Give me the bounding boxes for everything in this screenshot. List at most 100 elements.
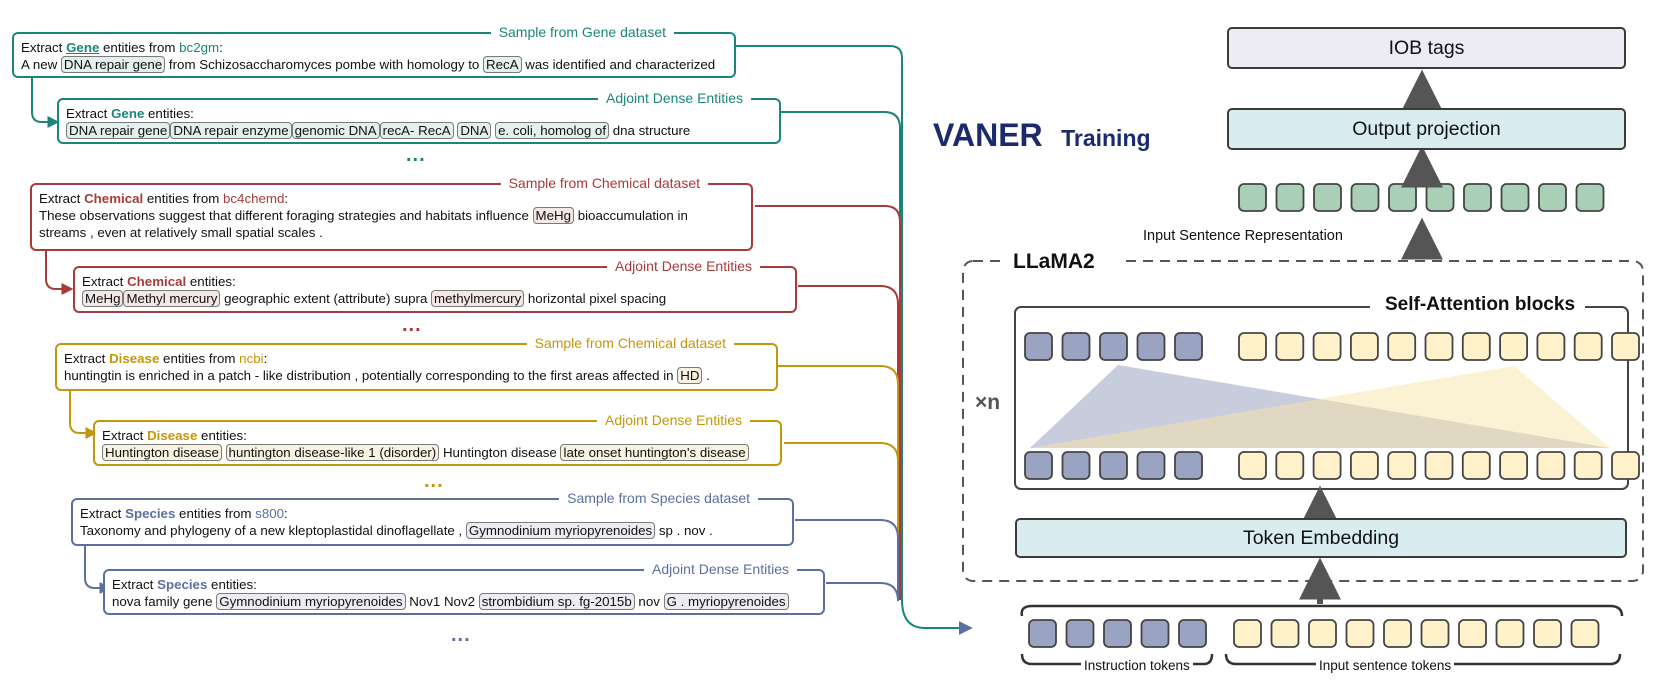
instruction-text: Extract xyxy=(112,577,158,592)
representation-tokens xyxy=(1238,183,1605,212)
panel-instruction: Extract Gene entities from bc2gm: xyxy=(21,39,727,56)
panel-instruction: Extract Disease entities from ncbi: xyxy=(64,350,769,367)
attn-top-sent-token-10 xyxy=(1573,332,1603,361)
input-instr-token-1 xyxy=(1028,619,1057,648)
entity-chip: Gymnodinium myriopyrenoides xyxy=(216,593,406,610)
input-bracket xyxy=(1020,604,1624,617)
input-sent-token-1 xyxy=(1233,619,1262,648)
representation-token-2 xyxy=(1275,183,1305,212)
sentence-text: nova family gene xyxy=(112,594,217,609)
attn-bot-sent-token-10 xyxy=(1573,451,1603,480)
entity-chip: DNA repair enzyme xyxy=(170,122,292,139)
instruction-text: entities from xyxy=(175,506,256,521)
attn-top-sent-token-5 xyxy=(1387,332,1417,361)
panel-title: Sample from Species dataset xyxy=(559,489,758,507)
sentence-text: These observations suggest that differen… xyxy=(39,208,533,223)
sentence-text: Huntington disease xyxy=(439,445,561,460)
ellipsis-species: ... xyxy=(451,624,471,646)
panel-instruction: Extract Gene entities: xyxy=(66,105,772,122)
instruction-text: : xyxy=(284,191,289,206)
instruction-text: Extract xyxy=(102,428,148,443)
link-chem xyxy=(45,250,74,295)
entity-chip: DNA xyxy=(457,122,492,139)
attn-top-sent-token-7 xyxy=(1461,332,1491,361)
entity-chip: RecA xyxy=(483,56,522,73)
panel-text-line: Huntington disease huntington disease-li… xyxy=(102,444,773,461)
dataset-name: bc4chemd xyxy=(223,191,285,206)
sentence-text: horizontal pixel spacing xyxy=(524,291,667,306)
attn-top-instr-token-1 xyxy=(1024,332,1053,361)
llama-container xyxy=(962,260,1644,582)
input-instr-token-5 xyxy=(1178,619,1207,648)
panel-instruction: Extract Species entities: xyxy=(112,576,816,593)
instruction-text: : xyxy=(263,351,268,366)
connector-sp-sample xyxy=(795,519,899,600)
panel-title: Adjoint Dense Entities xyxy=(598,89,751,107)
sentence-text: dna structure xyxy=(609,123,691,138)
representation-token-6 xyxy=(1425,183,1455,212)
entity-chip: late onset huntington's disease xyxy=(560,444,749,461)
attn-bot-sent-token-1 xyxy=(1238,451,1267,480)
input-sent-token-4 xyxy=(1345,619,1375,648)
attn-bot-instr-token-4 xyxy=(1136,451,1166,480)
attn-bot-sent-token-3 xyxy=(1312,451,1342,480)
attn-bot-sent-token-2 xyxy=(1275,451,1305,480)
repeat-label: ×n xyxy=(975,391,1001,414)
dataset-connectors xyxy=(31,45,973,635)
panel-title: Adjoint Dense Entities xyxy=(607,257,760,275)
sentence-text xyxy=(222,445,226,460)
input-instr-token-3 xyxy=(1103,619,1132,648)
entity-type: Gene xyxy=(111,106,145,121)
connector-gene-sample xyxy=(735,45,973,635)
attn-top-instr-token-5 xyxy=(1174,332,1203,361)
instruction-text: : xyxy=(219,40,223,55)
sentence-text: A new xyxy=(21,57,61,72)
entity-chip: Methyl mercury xyxy=(123,290,221,307)
dataset-name: s800 xyxy=(255,506,285,521)
attn-top-sent-token-3 xyxy=(1312,332,1342,361)
sentence-tokens-label: Input sentence tokens xyxy=(1316,658,1455,673)
instruction-text: Extract xyxy=(82,274,128,289)
entity-chip: Huntington disease xyxy=(102,444,222,461)
instruction-text: entities from xyxy=(99,40,180,55)
entity-chip: Gymnodinium myriopyrenoides xyxy=(465,522,656,539)
sentence-text: Taxonomy and phylogeny of a new kleptopl… xyxy=(80,523,466,538)
entity-chip: strombidium sp. fg-2015b xyxy=(478,593,635,610)
representation-token-9 xyxy=(1538,183,1567,212)
ellipsis-gene: ... xyxy=(406,144,426,166)
token-embedding-box: Token Embedding xyxy=(1015,518,1627,558)
dataset-name: bc2gm xyxy=(179,40,220,55)
instruction-text: entities: xyxy=(144,106,194,121)
entity-type: Species xyxy=(157,577,208,592)
instruction-text: : xyxy=(284,506,288,521)
panel-instruction: Extract Species entities from s800: xyxy=(80,505,785,522)
panel-text-line: streams , even at relatively small spati… xyxy=(39,224,744,241)
attn-bot-sent-token-5 xyxy=(1387,451,1417,480)
attn-top-sent-token-8 xyxy=(1499,332,1528,361)
output-projection-box: Output projection xyxy=(1227,108,1626,150)
attn-top-sent-token-4 xyxy=(1350,332,1379,361)
instruction-text: entities: xyxy=(197,428,247,443)
entity-type: Disease xyxy=(147,428,198,443)
attn-top-tokens xyxy=(1024,332,1640,361)
panel-title: Adjoint Dense Entities xyxy=(644,560,797,578)
instruction-text: Extract xyxy=(21,40,67,55)
attn-top-sent-token-9 xyxy=(1536,332,1566,361)
panel-text-line: nova family gene Gymnodinium myriopyreno… xyxy=(112,593,816,610)
iob-tags-box: IOB tags xyxy=(1227,27,1626,69)
sentence-text: Nov1 Nov2 xyxy=(405,594,479,609)
sentence-text: nov xyxy=(634,594,664,609)
attn-top-sent-token-2 xyxy=(1275,332,1305,361)
entity-type: Gene xyxy=(66,40,100,55)
brand: VANER Training xyxy=(933,117,1151,154)
attn-top-instr-token-2 xyxy=(1061,332,1091,361)
instruction-text: entities: xyxy=(186,274,236,289)
representation-token-3 xyxy=(1313,183,1342,212)
representation-token-5 xyxy=(1388,183,1417,212)
entity-type: Disease xyxy=(109,351,160,366)
panel-text-line: Taxonomy and phylogeny of a new kleptopl… xyxy=(80,522,785,539)
